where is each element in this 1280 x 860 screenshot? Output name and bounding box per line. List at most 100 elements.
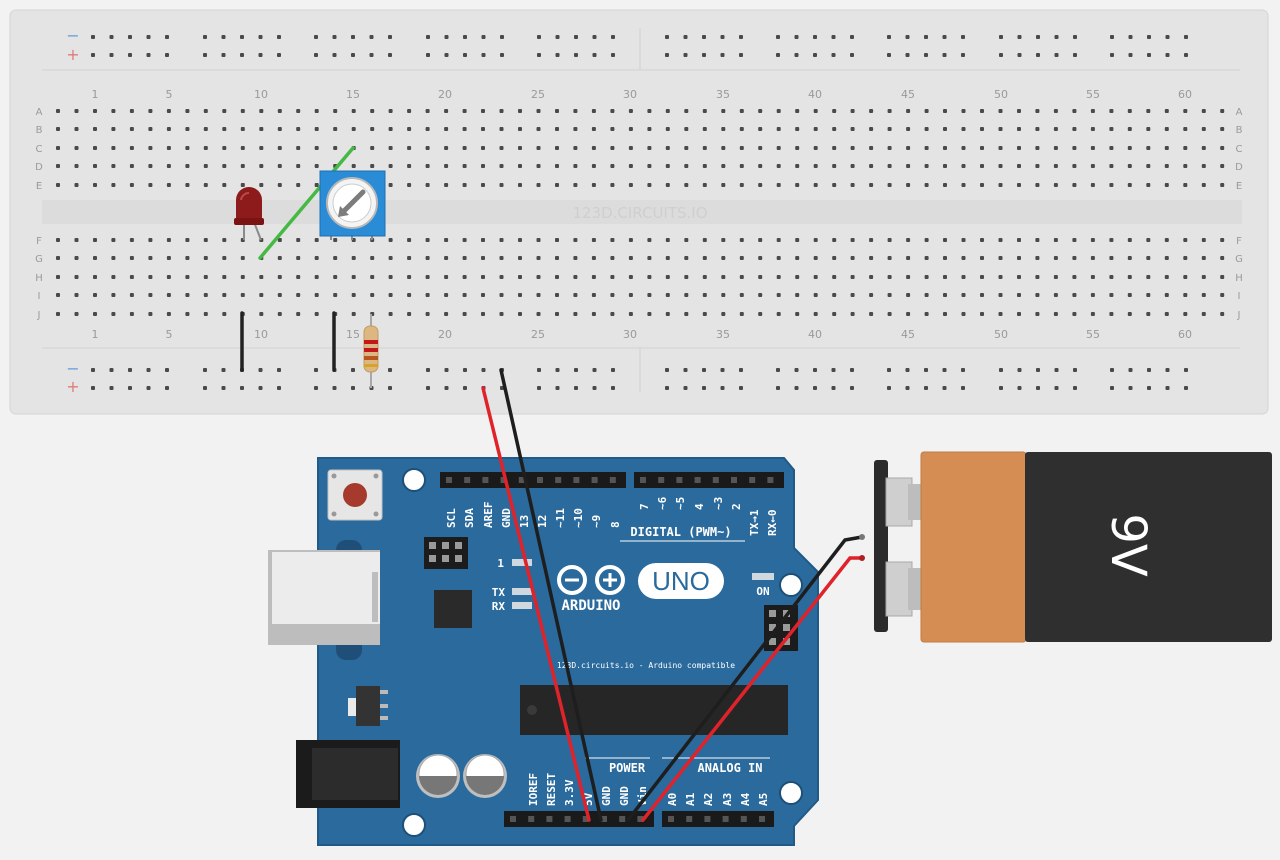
breadboard-hole[interactable] [702,127,707,131]
breadboard-hole[interactable] [555,164,559,168]
breadboard-hole[interactable] [869,256,874,260]
breadboard-hole[interactable] [185,256,190,260]
breadboard-hole[interactable] [628,275,633,279]
breadboard-hole[interactable] [665,275,670,279]
breadboard-hole[interactable] [1090,293,1095,297]
breadboard-hole[interactable] [739,256,744,260]
breadboard-hole[interactable] [1053,109,1058,113]
breadboard-hole[interactable] [536,256,541,260]
breadboard-hole[interactable] [1110,35,1114,39]
breadboard-hole[interactable] [1128,35,1133,39]
breadboard-hole[interactable] [1183,109,1188,113]
breadboard-hole[interactable] [832,312,837,316]
breadboard-hole[interactable] [111,312,116,316]
breadboard-hole[interactable] [1201,127,1206,131]
breadboard-hole[interactable] [887,386,891,390]
breadboard-hole[interactable] [943,109,947,113]
breadboard-hole[interactable] [481,183,485,187]
breadboard-hole[interactable] [573,164,578,168]
red-wire-battery-to-vin[interactable] [641,556,864,822]
breadboard-hole[interactable] [1017,275,1021,279]
breadboard-hole[interactable] [1072,183,1077,187]
breadboard-hole[interactable] [518,127,522,131]
breadboard-hole[interactable] [240,293,245,297]
breadboard-hole[interactable] [314,164,319,168]
breadboard-hole[interactable] [425,238,430,242]
breadboard-hole[interactable] [721,238,726,242]
breadboard-hole[interactable] [610,293,615,297]
breadboard-hole[interactable] [832,164,837,168]
breadboard-hole[interactable] [776,256,781,260]
breadboard-hole[interactable] [961,109,966,113]
breadboard-hole[interactable] [739,53,743,57]
breadboard-hole[interactable] [462,293,467,297]
breadboard-hole[interactable] [536,109,541,113]
breadboard-hole[interactable] [739,35,743,39]
breadboard-hole[interactable] [683,368,688,372]
breadboard-hole[interactable] [1090,238,1095,242]
breadboard-hole[interactable] [720,368,725,372]
breadboard-hole[interactable] [185,183,190,187]
breadboard-hole[interactable] [1146,275,1151,279]
resistor[interactable] [363,314,379,388]
breadboard-hole[interactable] [555,146,559,150]
breadboard-hole[interactable] [555,53,560,57]
header-pin[interactable] [510,816,516,822]
breadboard-hole[interactable] [1201,256,1206,260]
breadboard-hole[interactable] [832,293,837,297]
breadboard-hole[interactable] [203,183,208,187]
breadboard-hole[interactable] [628,293,633,297]
breadboard-hole[interactable] [665,109,670,113]
header-pin[interactable] [712,477,719,483]
breadboard-hole[interactable] [370,256,375,260]
breadboard-hole[interactable] [850,53,854,57]
breadboard-hole[interactable] [129,183,134,187]
breadboard-hole[interactable] [93,146,97,150]
breadboard-hole[interactable] [702,368,706,372]
breadboard-hole[interactable] [481,368,486,372]
breadboard-hole[interactable] [258,386,263,390]
breadboard-hole[interactable] [332,53,337,57]
breadboard-hole[interactable] [1090,312,1095,316]
breadboard-hole[interactable] [259,275,264,279]
breadboard-hole[interactable] [314,53,318,57]
breadboard-hole[interactable] [1165,35,1170,39]
breadboard-hole[interactable] [702,293,707,297]
breadboard-hole[interactable] [259,127,264,131]
breadboard-hole[interactable] [407,109,412,113]
breadboard-hole[interactable] [240,35,244,39]
breadboard-hole[interactable] [795,164,800,168]
header-pin[interactable] [749,477,756,483]
breadboard-hole[interactable] [942,368,947,372]
breadboard-hole[interactable] [222,127,227,131]
breadboard-hole[interactable] [943,183,947,187]
breadboard-hole[interactable] [592,35,597,39]
breadboard-hole[interactable] [203,127,208,131]
breadboard-hole[interactable] [869,164,874,168]
breadboard-hole[interactable] [481,238,485,242]
breadboard-hole[interactable] [259,183,264,187]
breadboard-hole[interactable] [222,164,227,168]
breadboard-hole[interactable] [351,256,356,260]
breadboard-hole[interactable] [166,127,171,131]
breadboard-hole[interactable] [1147,386,1151,390]
breadboard-hole[interactable] [1184,386,1188,390]
breadboard-hole[interactable] [832,238,837,242]
breadboard-hole[interactable] [518,146,522,150]
breadboard-hole[interactable] [850,146,855,150]
breadboard-hole[interactable] [129,275,134,279]
breadboard-hole[interactable] [1128,53,1133,57]
breadboard-hole[interactable] [795,183,800,187]
breadboard-hole[interactable] [1165,368,1170,372]
breadboard-hole[interactable] [258,368,263,372]
breadboard-hole[interactable] [943,275,947,279]
breadboard-hole[interactable] [1054,368,1059,372]
breadboard-hole[interactable] [1201,109,1206,113]
breadboard-hole[interactable] [481,293,485,297]
breadboard-hole[interactable] [314,312,319,316]
breadboard-hole[interactable] [721,293,726,297]
breadboard-hole[interactable] [146,386,151,390]
breadboard-hole[interactable] [1053,312,1058,316]
breadboard-hole[interactable] [1220,256,1225,260]
